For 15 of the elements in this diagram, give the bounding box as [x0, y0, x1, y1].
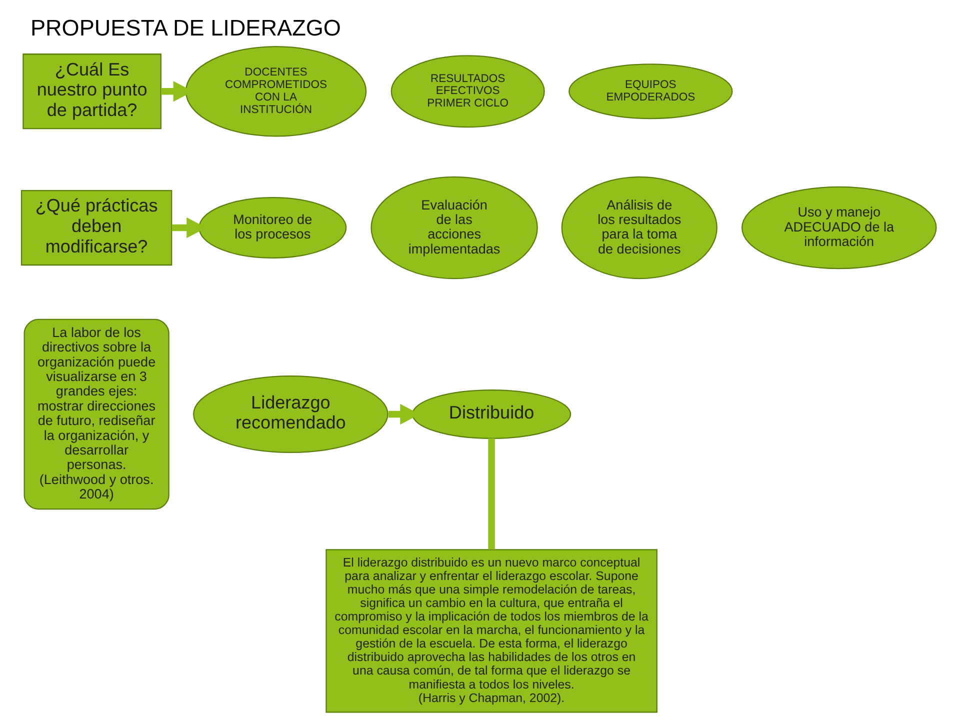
node-ellipse: Evaluación de las acciones implementadas: [370, 176, 538, 280]
node-ellipse: Liderazgo recomendado: [193, 375, 388, 454]
node-ellipse: Monitoreo de los procesos: [198, 197, 347, 258]
node-ellipse: Distribuido: [412, 390, 572, 439]
node-ellipse: Uso y manejo ADECUADO de la información: [741, 186, 937, 270]
node-ellipse: RESULTADOS EFECTIVOS PRIMER CICLO: [390, 55, 545, 128]
node-ellipse: Análisis de los resultados para la toma de decisiones: [561, 176, 718, 280]
node-box: ¿Qué prácticas deben modificarse?: [20, 190, 172, 266]
connector: [488, 438, 495, 550]
node-box: El liderazgo distribuido es un nuevo marco conceptual para analizar y enfrentar el liderazgo escolar. Supone mucho más que una simple remodelación de tareas, significa un cambio en la cultura, que entraña el compromiso y la implicación de todos los miembros de la comunidad escolar en la marcha, el funcionamiento y la gestión de la escuela. De esta forma, el liderazgo distribuido aprovecha las habilidades de los otros en una causa común, de tal forma que el liderazgo se manifiesta a todos los niveles. (Harris y Chapman, 2002).: [326, 549, 658, 713]
node-box: La labor de los directivos sobre la organización puede visualizarse en 3 grandes ejes: mostrar direcciones de futuro, rediseñar la organización, y desarrollar personas. (Leithwood y otros. 2004): [24, 318, 170, 510]
node-ellipse: EQUIPOS EMPODERADOS: [568, 64, 733, 120]
diagram-title: PROPUESTA DE LIDERAZGO: [30, 15, 341, 40]
node-ellipse: DOCENTES COMPROMETIDOS CON LA INSTITUCIÓN: [185, 46, 367, 137]
node-box: ¿Cuál Es nuestro punto de partida?: [22, 54, 162, 130]
